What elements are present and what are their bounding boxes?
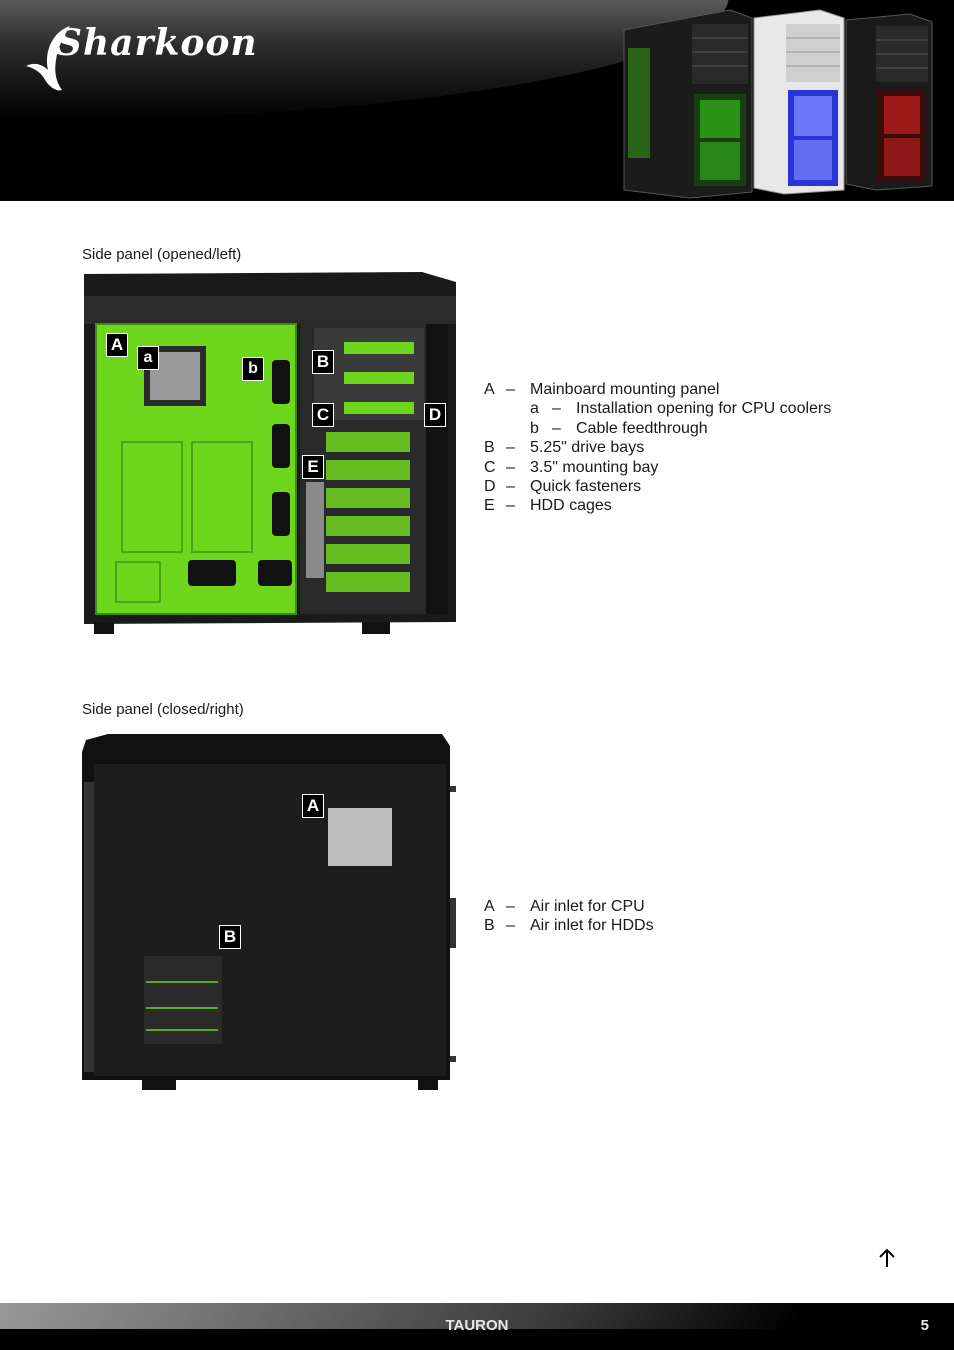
brand-wordmark: Sharkoon xyxy=(56,22,258,64)
legend-row: D–Quick fasteners xyxy=(484,477,831,496)
callout-b-cable: b xyxy=(242,357,264,381)
legend-text: 5.25" drive bays xyxy=(530,439,645,457)
legend-dash: – xyxy=(506,497,515,515)
legend-dash: – xyxy=(506,898,515,915)
legend-dash: – xyxy=(506,478,515,496)
page-number: 5 xyxy=(920,1317,929,1334)
legend-text: Air inlet for CPU xyxy=(530,898,645,915)
arrow-up-icon[interactable] xyxy=(877,1247,897,1269)
legend-letter: E xyxy=(484,497,495,515)
section-caption-closed: Side panel (closed/right) xyxy=(82,701,244,718)
case-side-closed-photo xyxy=(82,734,456,1090)
legend-row: A–Mainboard mounting panel xyxy=(484,380,831,399)
legend-row: E–HDD cages xyxy=(484,496,831,515)
legend-dash: – xyxy=(506,381,515,398)
legend-text: HDD cages xyxy=(530,497,612,515)
legend-letter: A xyxy=(484,898,495,915)
legend-dash: – xyxy=(552,400,561,418)
legend-letter: D xyxy=(484,478,496,496)
case-interior-photo xyxy=(84,272,456,634)
legend-letter: A xyxy=(484,381,495,398)
legend-letter: b xyxy=(530,419,539,437)
legend-letter: B xyxy=(484,439,495,457)
legend-text: Installation opening for CPU coolers xyxy=(576,400,832,418)
legend-text: Quick fasteners xyxy=(530,478,642,496)
section-caption-opened: Side panel (opened/left) xyxy=(82,246,242,263)
legend-letter: B xyxy=(484,917,495,935)
legend-row: A–Air inlet for CPU xyxy=(484,897,654,916)
legend-dash: – xyxy=(506,458,515,476)
legend-opened: A–Mainboard mounting panel a–Installatio… xyxy=(484,380,831,516)
product-towers-image xyxy=(623,9,933,199)
legend-dash: – xyxy=(506,439,515,457)
legend-row: b–Cable feedthrough xyxy=(484,419,831,438)
legend-letter: a xyxy=(530,400,539,418)
legend-row: C–3.5" mounting bay xyxy=(484,458,831,477)
legend-text: Mainboard mounting panel xyxy=(530,381,720,398)
legend-dash: – xyxy=(552,419,561,437)
callout-a-cpu-opening: a xyxy=(137,346,159,370)
legend-dash: – xyxy=(506,917,515,935)
shark-logo-icon xyxy=(26,26,70,91)
callout-D-fasteners: D xyxy=(424,403,446,427)
callout-A-mainboard: A xyxy=(106,333,128,357)
callout-B-drive-bays: B xyxy=(312,350,334,374)
callout-E-hdd-cages: E xyxy=(302,455,324,479)
legend-closed: A–Air inlet for CPU B–Air inlet for HDDs xyxy=(484,897,654,936)
callout-B-hdd-inlet: B xyxy=(219,925,241,949)
legend-text: Air inlet for HDDs xyxy=(530,917,654,935)
legend-row: B–5.25" drive bays xyxy=(484,438,831,457)
legend-row: B–Air inlet for HDDs xyxy=(484,916,654,935)
page-footer: TAURON 5 xyxy=(0,1303,954,1350)
callout-C-mounting-bay: C xyxy=(312,403,334,427)
callout-A-cpu-inlet: A xyxy=(302,794,324,818)
legend-row: a–Installation opening for CPU coolers xyxy=(484,399,831,418)
footer-product-title: TAURON xyxy=(445,1317,509,1334)
legend-text: Cable feedthrough xyxy=(576,419,708,437)
page-header: Sharkoon xyxy=(0,0,954,201)
legend-letter: C xyxy=(484,458,496,476)
legend-text: 3.5" mounting bay xyxy=(530,458,659,476)
